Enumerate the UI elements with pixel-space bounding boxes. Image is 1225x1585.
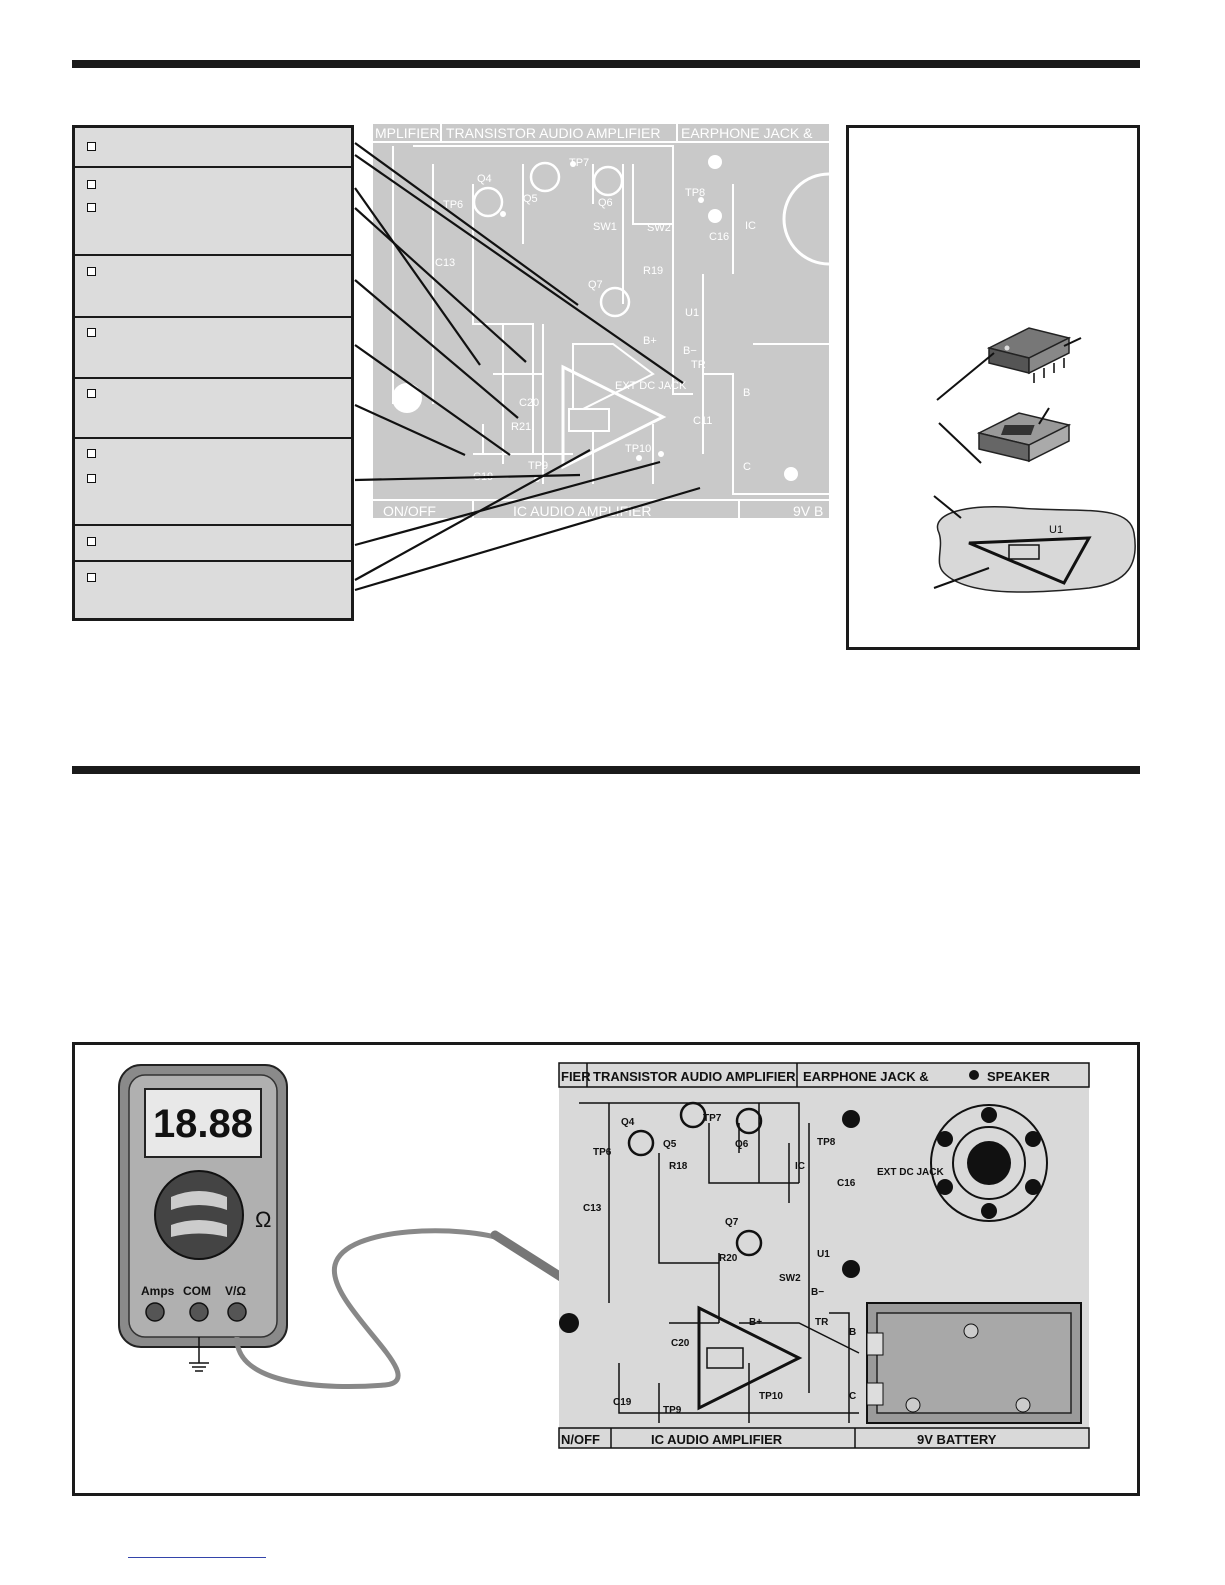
component-label: Q5 [663, 1139, 677, 1150]
checklist-group [75, 256, 351, 318]
component-label: TP10 [625, 443, 651, 455]
jack-label-com: COM [183, 1284, 211, 1298]
section-label: TRANSISTOR AUDIO AMPLIFIER [593, 1069, 796, 1084]
component-label: TP10 [759, 1391, 783, 1402]
checkbox[interactable] [87, 474, 96, 483]
component-label: C13 [583, 1203, 602, 1214]
component-label: B+ [749, 1317, 762, 1328]
checkbox[interactable] [87, 449, 96, 458]
component-label: R18 [669, 1161, 688, 1172]
component-label: Q7 [725, 1217, 739, 1228]
component-label: Q7 [588, 279, 603, 291]
checklist-group [75, 562, 351, 618]
component-label: Q4 [477, 173, 492, 185]
section-label: 9V BATTERY [917, 1432, 997, 1447]
component-label: TP9 [528, 460, 548, 472]
ic-socket-svg: U1 [933, 327, 1136, 593]
section-label: IC AUDIO AMPLIFIER [513, 503, 651, 518]
component-label: Q4 [621, 1117, 635, 1128]
meter-display: 18.88 [153, 1102, 253, 1146]
checklist-group [75, 379, 351, 439]
component-label: B [743, 387, 750, 399]
component-label: TP8 [685, 187, 705, 199]
component-label: EXT DC JACK [877, 1167, 944, 1178]
component-label: U1 [817, 1249, 830, 1260]
checklist-group [75, 318, 351, 379]
component-label: C20 [519, 397, 539, 409]
footer-underline [128, 1557, 266, 1558]
checklist-group [75, 128, 351, 168]
checkbox[interactable] [87, 537, 96, 546]
component-label: C20 [671, 1338, 690, 1349]
component-label: C19 [613, 1397, 632, 1408]
checkbox[interactable] [87, 389, 96, 398]
component-label: B− [683, 345, 697, 357]
section-label: EARPHONE JACK & [681, 125, 813, 141]
component-label: R19 [643, 265, 663, 277]
meter-test-figure: 18.88 Ω Amps COM V/Ω FIER TRANSISTOR AUD… [72, 1042, 1140, 1496]
ic-socket-figure: U1 [846, 125, 1140, 650]
section-label: IC AUDIO AMPLIFIER [651, 1432, 783, 1447]
section-label: SPEAKER [987, 1069, 1050, 1084]
component-label: Q5 [523, 193, 538, 205]
component-label: IC [745, 220, 756, 232]
section-label: ON/OFF [383, 503, 436, 518]
jack-label-v-ohm: V/Ω [225, 1284, 246, 1298]
checkbox[interactable] [87, 573, 96, 582]
component-label: Q6 [735, 1139, 749, 1150]
component-label: C16 [709, 231, 729, 243]
component-label: IC [795, 1161, 805, 1172]
checkbox[interactable] [87, 180, 96, 189]
component-label: TP7 [703, 1113, 722, 1124]
component-label: TP6 [443, 199, 463, 211]
component-label: C [743, 461, 751, 473]
component-label: C13 [435, 257, 455, 269]
checkbox[interactable] [87, 203, 96, 212]
checkbox[interactable] [87, 328, 96, 337]
u1-label: U1 [1049, 524, 1063, 536]
section-label: N/OFF [561, 1432, 600, 1447]
component-label: TP9 [663, 1405, 682, 1416]
component-label: TP6 [593, 1147, 612, 1158]
component-label: B [849, 1327, 856, 1338]
component-label: TP7 [569, 157, 589, 169]
component-label: SW2 [779, 1273, 801, 1284]
checklist-group [75, 526, 351, 562]
checklist-group [75, 439, 351, 526]
middle-rule [72, 766, 1140, 774]
section-label: TRANSISTOR AUDIO AMPLIFIER [446, 125, 660, 141]
top-rule [72, 60, 1140, 68]
meter-test-svg: 18.88 Ω Amps COM V/Ω FIER TRANSISTOR AUD… [118, 1062, 1090, 1449]
jack-label-amps: Amps [141, 1284, 175, 1298]
section-label: FIER [561, 1069, 591, 1084]
checkbox[interactable] [87, 267, 96, 276]
parts-checklist [72, 125, 354, 621]
checklist-group [75, 168, 351, 256]
component-label: EXT DC JACK [615, 380, 687, 392]
component-label: SW1 [593, 221, 617, 233]
component-label: B+ [643, 335, 657, 347]
component-label: R21 [511, 421, 531, 433]
component-label: TR [691, 359, 706, 371]
component-label: C [849, 1391, 856, 1402]
checkbox[interactable] [87, 142, 96, 151]
component-label: B− [811, 1287, 824, 1298]
section-label: 9V B [793, 503, 823, 518]
component-label: TR [815, 1317, 829, 1328]
component-label: TP8 [817, 1137, 836, 1148]
component-label: Q6 [598, 197, 613, 209]
component-label: U1 [685, 307, 699, 319]
component-label: C11 [693, 415, 712, 427]
component-label: R20 [719, 1253, 738, 1264]
component-label: SW2 [647, 222, 671, 234]
leader-lines [354, 142, 701, 592]
section-label: EARPHONE JACK & [803, 1069, 929, 1084]
component-label: C16 [837, 1178, 856, 1189]
section-label: MPLIFIER [375, 125, 440, 141]
meter-ohm-symbol: Ω [255, 1207, 271, 1232]
